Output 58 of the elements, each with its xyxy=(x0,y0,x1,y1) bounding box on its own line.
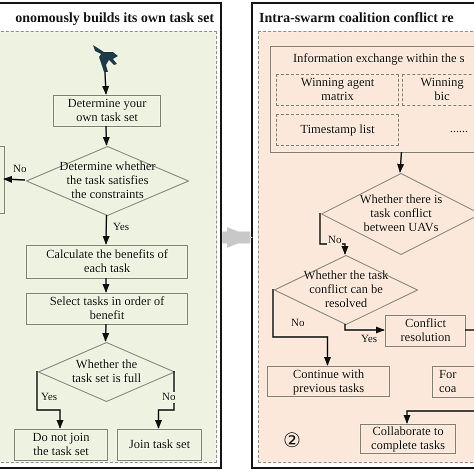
arrow xyxy=(102,324,110,342)
arrow xyxy=(344,324,385,334)
step-text: Do not join the task set xyxy=(32,431,90,459)
step-text: For coa xyxy=(439,368,456,396)
step-text: Continue with previous tasks xyxy=(292,368,366,396)
decision-diamond xyxy=(26,146,189,216)
arrow xyxy=(154,371,175,429)
decision-diamond xyxy=(38,342,175,402)
arrow xyxy=(3,176,26,183)
arrow xyxy=(403,410,474,424)
group-title: Information exchange within the s xyxy=(293,52,464,66)
arrow xyxy=(102,214,110,245)
decision-text: Whether there is task conflict between UAVs xyxy=(358,193,444,235)
edge-label: No xyxy=(327,235,342,246)
process-box xyxy=(267,366,390,397)
edge-label: No xyxy=(161,392,176,403)
step-text: Determine your own task set xyxy=(66,97,148,125)
arrow xyxy=(397,152,404,173)
data-box xyxy=(276,114,399,146)
process-box xyxy=(432,366,474,398)
ellipsis-text: ...... xyxy=(450,121,468,136)
step-text: Collaborate to complete tasks xyxy=(370,425,446,453)
group-box xyxy=(270,46,474,153)
step-text: Conflict resolution xyxy=(400,317,452,345)
process-box xyxy=(26,245,188,279)
edge-label: No xyxy=(290,318,306,329)
step-text: Winning bic xyxy=(419,76,465,104)
edge-label: Yes xyxy=(360,334,378,345)
step-number: ② xyxy=(283,429,301,453)
step-text: Timestamp list xyxy=(299,123,376,137)
arrow xyxy=(272,289,332,366)
process-box xyxy=(385,315,466,347)
edge-label: Yes xyxy=(112,222,130,233)
process-box xyxy=(360,424,456,454)
data-box xyxy=(276,74,399,106)
arrow xyxy=(102,126,110,146)
step-text: Join task set xyxy=(128,438,192,452)
process-box xyxy=(53,95,161,127)
process-box xyxy=(26,293,188,325)
arrow xyxy=(102,72,110,95)
decision-diamond xyxy=(321,173,474,255)
step-text: Calculate the benefits of each task xyxy=(45,248,169,276)
decision-text: Whether the task conflict can be resolved xyxy=(302,269,390,311)
step-text: Select tasks in order of benefit xyxy=(48,295,166,323)
arrow xyxy=(36,371,64,429)
arrow xyxy=(102,278,110,293)
panel-title: onomously builds its own task set xyxy=(15,11,214,26)
decision-text: Determine whether the task satisfies the constraints xyxy=(58,160,157,202)
data-box xyxy=(402,74,474,106)
process-box xyxy=(117,429,202,461)
arrow xyxy=(319,213,349,255)
panel-title: Intra-swarm coalition conflict re xyxy=(259,11,454,26)
decision-text: Whether the task set is full xyxy=(70,358,142,386)
edge-label: No xyxy=(12,164,28,175)
block-arrow xyxy=(222,227,254,248)
step-text: Winning agent matrix xyxy=(300,76,376,104)
process-box xyxy=(14,429,108,461)
edge-label: Yes xyxy=(40,392,58,403)
